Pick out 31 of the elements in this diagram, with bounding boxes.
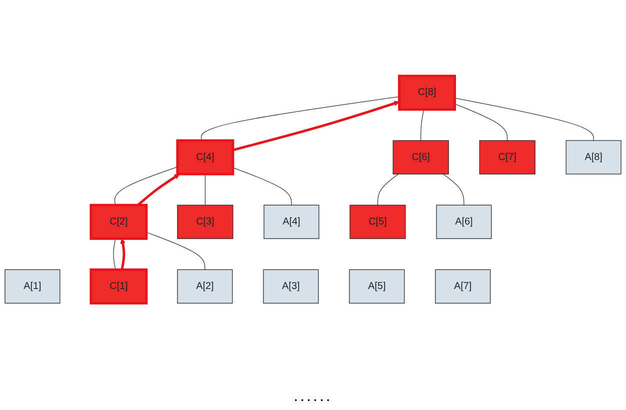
connector	[114, 167, 178, 206]
node-box: A[7]	[435, 270, 491, 304]
ellipsis-text: ......	[294, 388, 332, 405]
arrow	[120, 238, 126, 270]
node-box: A[5]	[349, 270, 405, 304]
arrow	[232, 101, 400, 152]
node-box: C[6]	[392, 140, 449, 175]
node-box: A[1]	[4, 270, 60, 304]
node-box: A[4]	[264, 205, 320, 240]
node-box: A[8]	[566, 140, 622, 175]
node-box: C[8]	[398, 75, 456, 112]
connector	[204, 174, 206, 206]
connector	[113, 238, 116, 270]
connector	[420, 110, 424, 142]
node-box: C[5]	[350, 205, 406, 240]
node-box: C[3]	[177, 205, 234, 240]
connector	[377, 174, 399, 206]
node-box: C[1]	[90, 268, 148, 305]
connector	[146, 232, 206, 270]
connector	[454, 104, 508, 142]
arrow	[137, 174, 180, 206]
node-box: C[7]	[479, 140, 536, 175]
connector	[232, 168, 292, 206]
connector	[200, 96, 400, 142]
node-box: A[2]	[177, 270, 233, 304]
node-box: C[2]	[90, 204, 148, 240]
node-box: C[4]	[176, 140, 234, 176]
node-box: A[6]	[436, 205, 492, 240]
node-box: A[3]	[263, 270, 319, 304]
connector	[442, 174, 464, 206]
connector	[454, 98, 594, 142]
